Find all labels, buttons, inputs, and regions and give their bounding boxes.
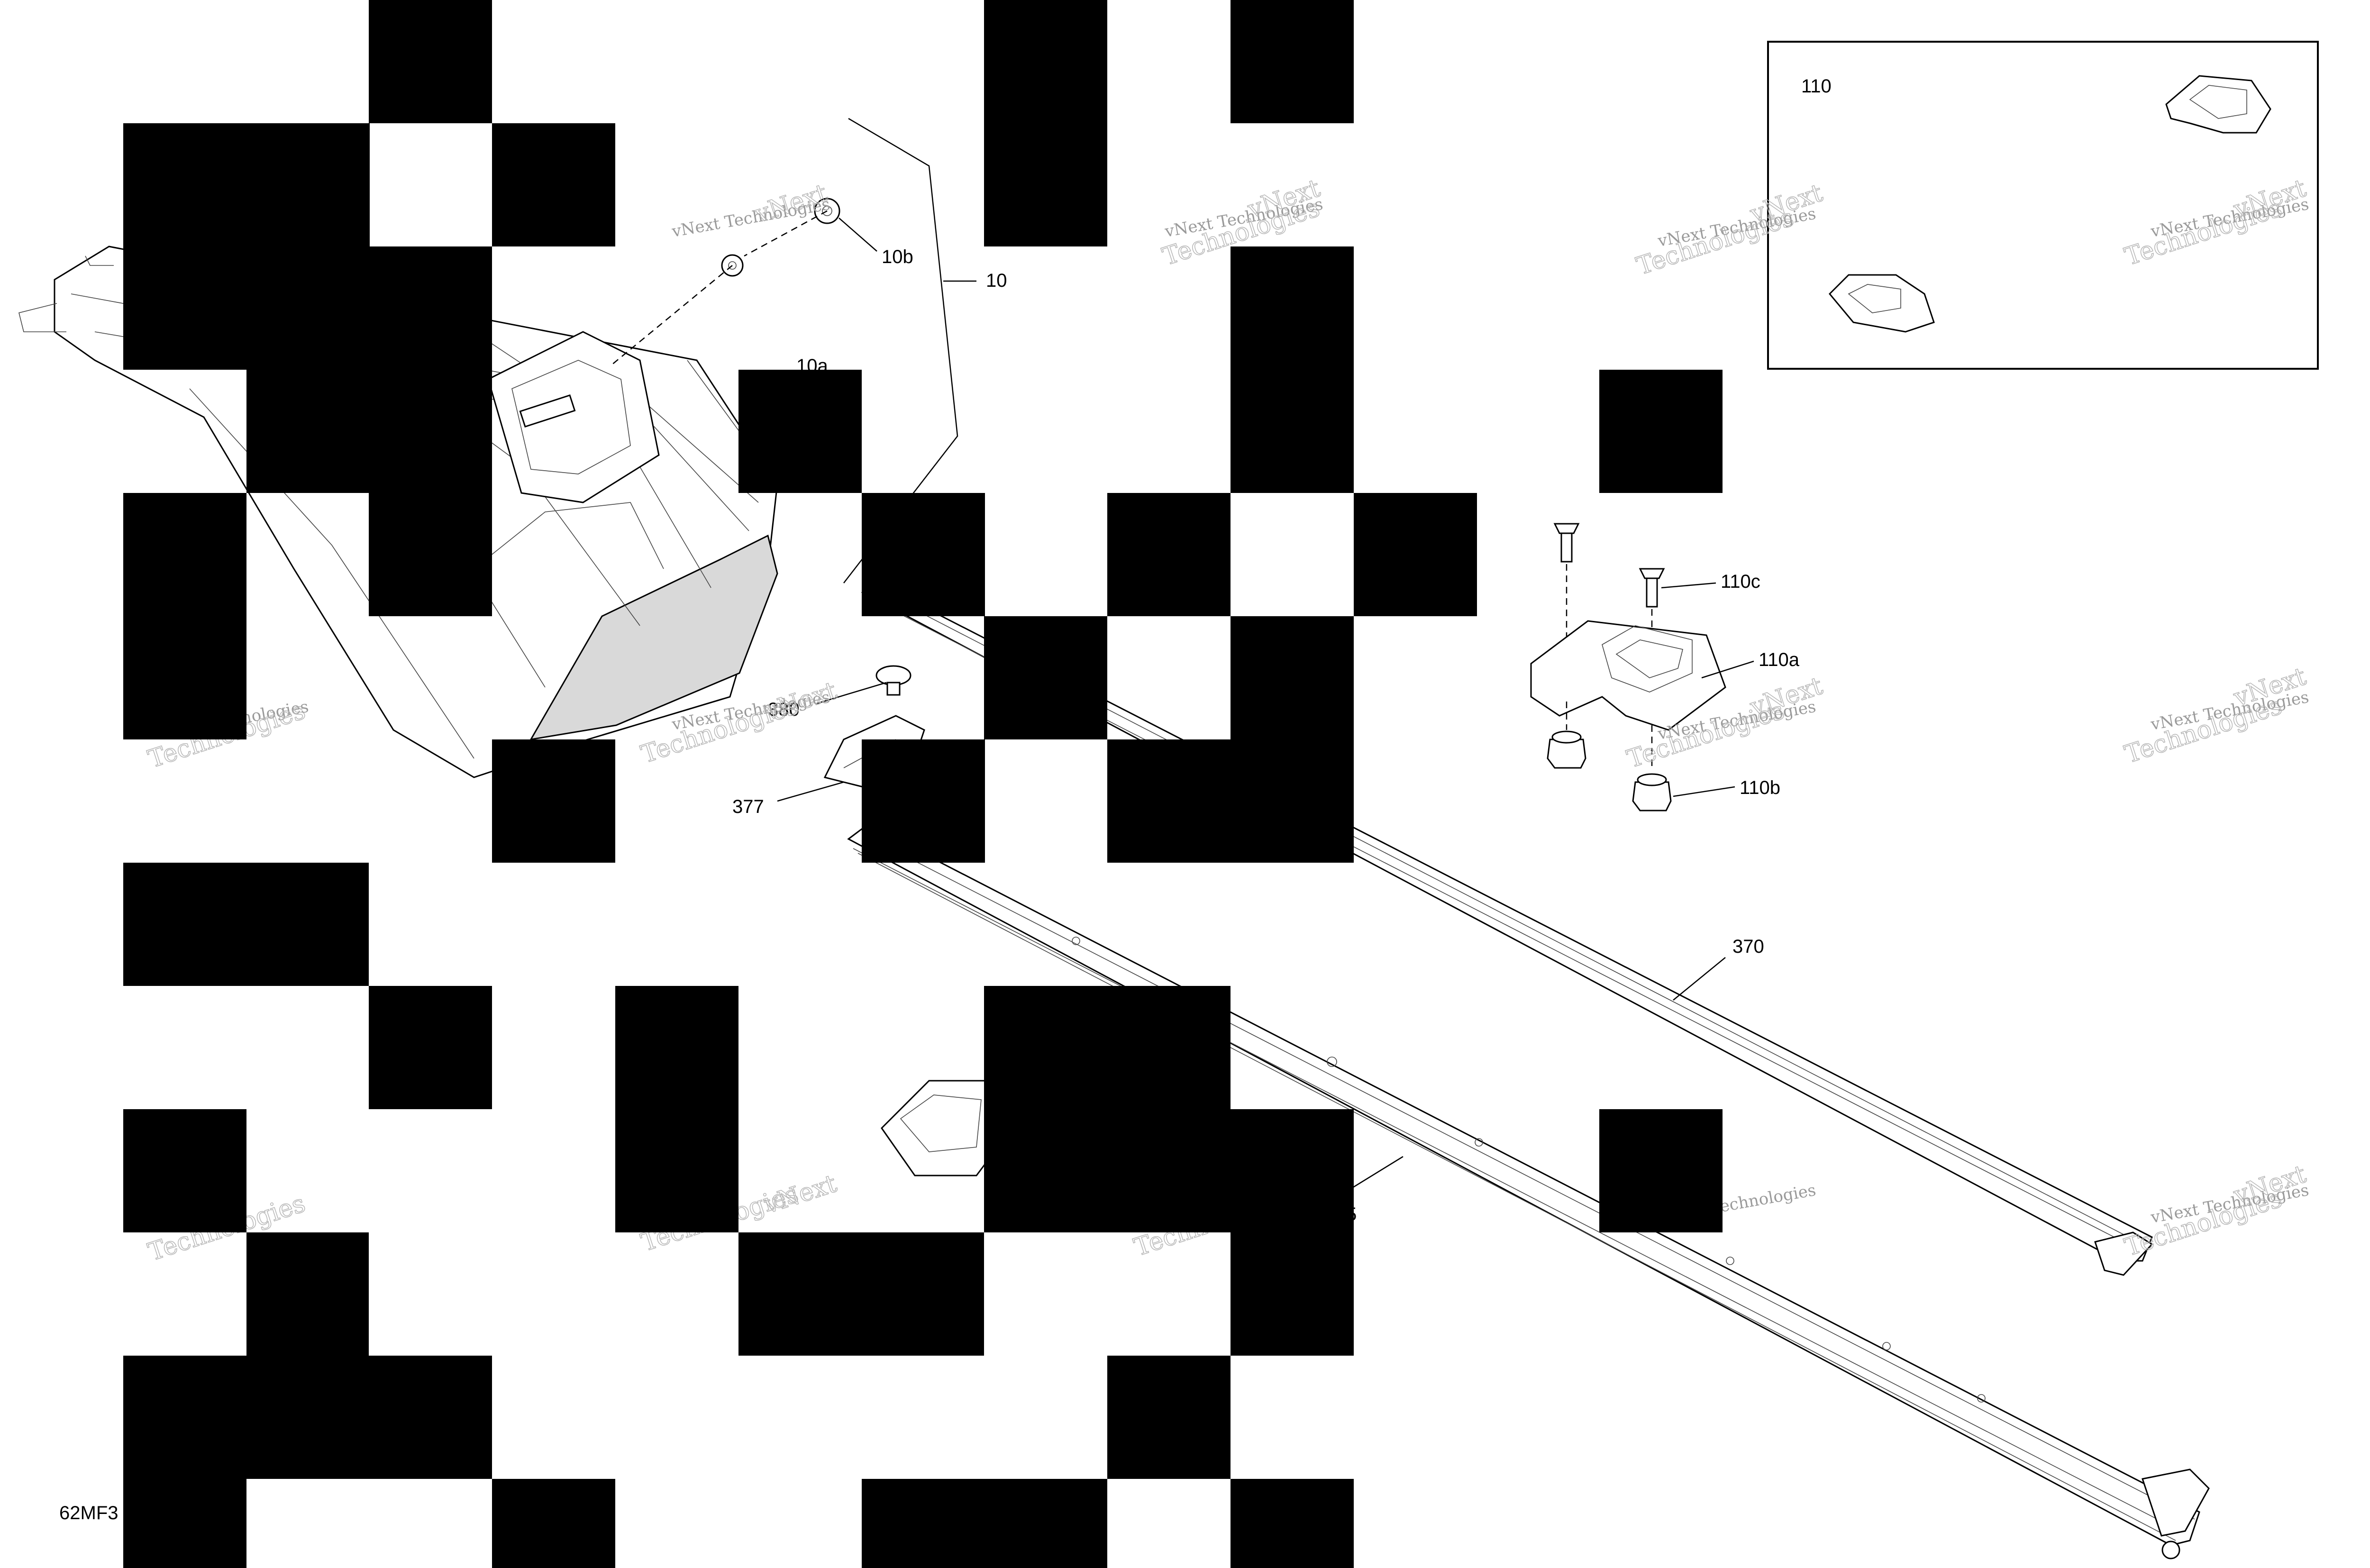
redaction-block <box>984 1109 1354 1232</box>
leader-380 <box>815 682 887 705</box>
redaction-block <box>1599 370 1723 493</box>
redaction-block <box>862 739 985 863</box>
callout-10b: 10b <box>882 246 913 267</box>
leader-370 <box>1673 957 1726 1001</box>
callout-110c: 110c <box>1721 571 1760 592</box>
redaction-block <box>492 739 615 863</box>
callout-110b: 110b <box>1740 777 1780 798</box>
redaction-block <box>984 986 1231 1109</box>
redaction-block <box>1107 739 1354 863</box>
watermark-small-8: vNext <box>760 1169 840 1220</box>
leader-110c <box>1661 582 1716 589</box>
handle-110-exploded <box>1530 523 1726 811</box>
redaction-block <box>862 493 985 616</box>
watermark-small-text: vNext <box>761 1169 840 1220</box>
redaction-block <box>1231 1232 1354 1356</box>
redaction-block <box>246 1232 369 1356</box>
redaction-block <box>123 493 246 739</box>
leader-110b <box>1673 786 1735 797</box>
redaction-block <box>123 246 492 370</box>
redaction-block <box>123 1479 246 1568</box>
leader-377 <box>777 781 844 802</box>
screw-10b <box>611 198 840 365</box>
watermark-small-1: vNext <box>751 178 831 229</box>
redaction-block <box>369 986 492 1109</box>
redaction-block <box>492 123 615 246</box>
callout-110a: 110a <box>1759 649 1800 670</box>
redaction-block <box>492 1479 615 1568</box>
redaction-block <box>123 123 370 246</box>
redaction-block <box>1231 616 1354 739</box>
redaction-block <box>738 370 862 493</box>
redaction-block <box>1107 1356 1231 1479</box>
redaction-block <box>246 370 492 493</box>
callout-380: 380 <box>768 699 800 720</box>
button-380 <box>875 665 912 696</box>
redaction-block <box>1599 1109 1723 1232</box>
redaction-blocks <box>123 0 1723 1568</box>
watermark-small-text: vNext <box>751 179 831 229</box>
redaction-block <box>123 1356 492 1479</box>
redaction-block <box>1107 493 1231 616</box>
redaction-block <box>1231 0 1354 123</box>
callout-10: 10 <box>986 270 1007 291</box>
leader-110a <box>1701 660 1754 679</box>
redaction-block <box>1231 1479 1354 1568</box>
redaction-block <box>984 0 1107 246</box>
redaction-block <box>984 616 1107 739</box>
redaction-block <box>615 986 738 1232</box>
redaction-block <box>123 863 369 986</box>
redaction-block <box>862 1479 1107 1568</box>
redaction-block <box>369 493 492 616</box>
redaction-block <box>1231 246 1354 493</box>
redaction-block <box>1354 493 1477 616</box>
inset-box-110 <box>1767 41 2319 370</box>
redaction-block <box>738 1232 984 1356</box>
callout-110: 110 <box>1801 76 1832 97</box>
leader-10b <box>839 218 877 252</box>
redaction-block <box>369 0 492 123</box>
callout-370: 370 <box>1732 936 1764 957</box>
redaction-block <box>123 1109 246 1232</box>
figure-code: 62MF3 <box>59 1503 118 1523</box>
callout-377: 377 <box>732 796 764 817</box>
